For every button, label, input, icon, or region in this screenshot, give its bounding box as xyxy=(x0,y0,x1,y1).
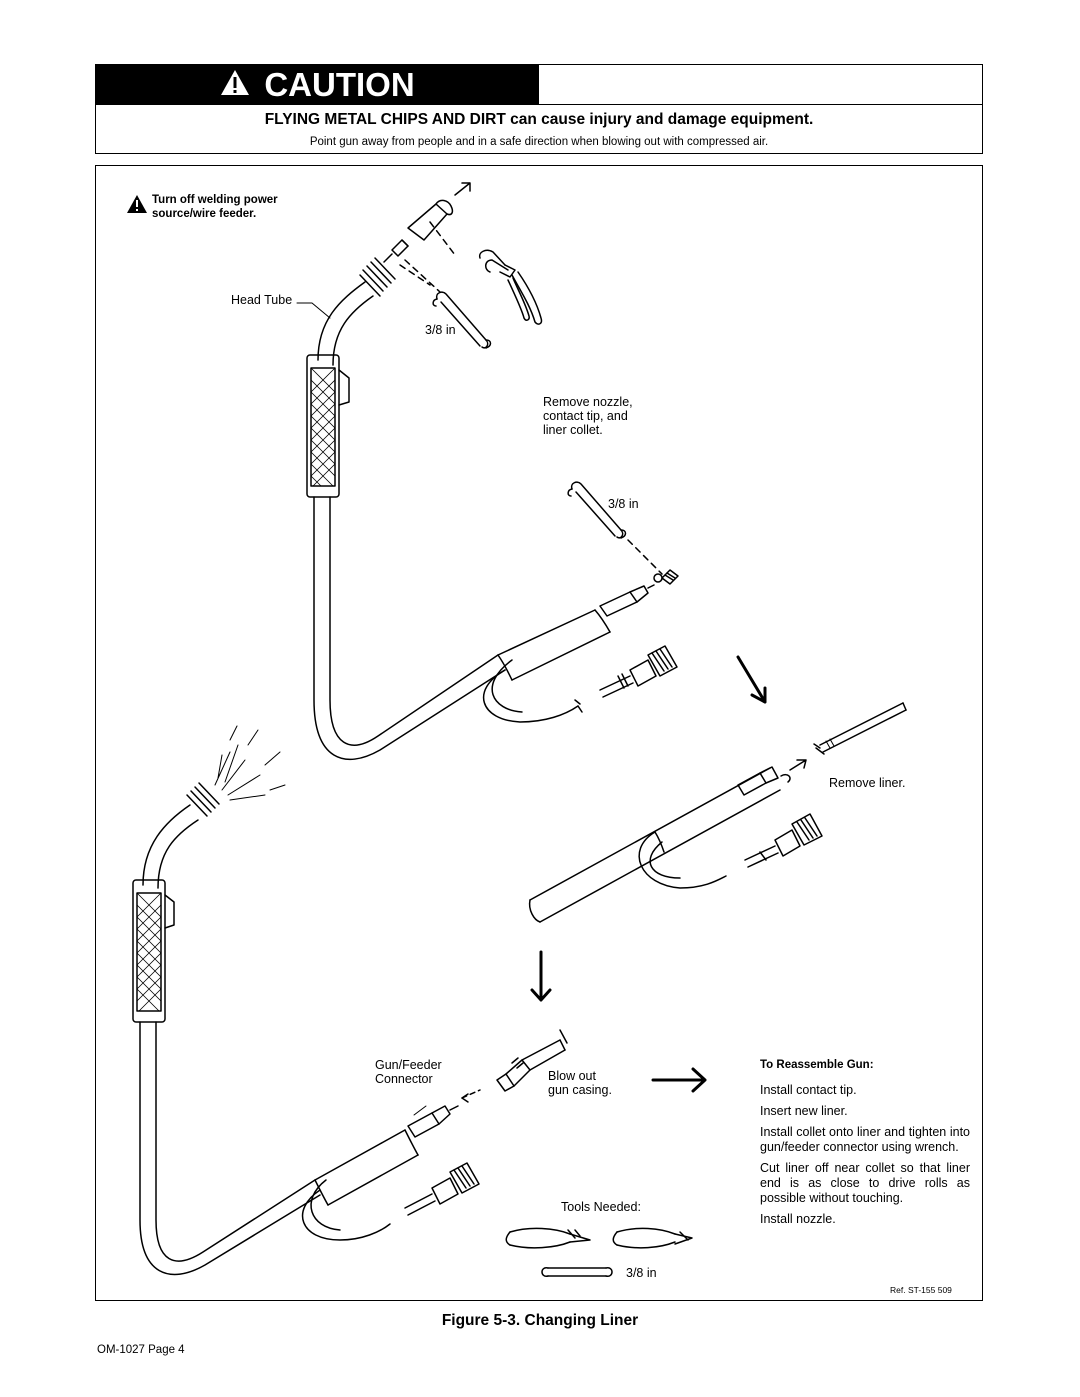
liner-collet xyxy=(661,569,679,585)
gun-assembly-top xyxy=(306,257,678,761)
caution-divider xyxy=(96,104,982,105)
connector-leader xyxy=(413,1105,427,1116)
air-gun-nozzle xyxy=(496,1029,568,1092)
nozzle-parts-top xyxy=(383,182,471,293)
reassemble-step: Insert new liner. xyxy=(760,1104,848,1118)
warning-triangle-icon xyxy=(220,65,250,104)
reference-number: Ref. ST-155 509 xyxy=(890,1285,952,1295)
arrow-down-right-icon xyxy=(736,655,767,704)
caution-box: CAUTION FLYING METAL CHIPS AND DIRT can … xyxy=(95,64,983,154)
pliers-icon xyxy=(478,249,543,325)
caution-heading: FLYING METAL CHIPS AND DIRT can cause in… xyxy=(264,111,814,128)
wrench-size-label-3: 3/8 in xyxy=(626,1266,657,1280)
wrench-icon xyxy=(432,291,492,349)
reassemble-step: Install nozzle. xyxy=(760,1212,836,1226)
connector-label-line1: Gun/Feeder xyxy=(375,1058,442,1072)
figure-frame xyxy=(95,165,983,1301)
arrow-right-icon xyxy=(651,1067,707,1093)
wrench-size-label-1: 3/8 in xyxy=(425,323,456,337)
remove-parts-line2: contact tip, and xyxy=(543,409,628,423)
warning-note-line2: source/wire feeder. xyxy=(152,208,257,220)
caution-banner: CAUTION xyxy=(96,65,539,104)
arrow-down-icon xyxy=(530,950,552,1002)
connector-label-line2: Connector xyxy=(375,1072,433,1086)
reassemble-heading: To Reassemble Gun: xyxy=(760,1059,874,1071)
blow-out-line2: gun casing. xyxy=(548,1083,612,1097)
reassemble-step: Cut liner off near collet so that liner … xyxy=(760,1161,970,1205)
figure-caption: Figure 5-3. Changing Liner xyxy=(441,1312,639,1329)
wrench-icon xyxy=(567,481,627,539)
tools-needed-cutters-icon xyxy=(612,1227,693,1249)
guide-line xyxy=(627,539,663,575)
gun-cable-middle xyxy=(528,759,823,923)
air-spray-lines xyxy=(214,725,286,801)
remove-liner-label: Remove liner. xyxy=(829,776,906,790)
reassemble-step: Install collet onto liner and tighten in… xyxy=(760,1125,970,1154)
caution-label: CAUTION xyxy=(264,66,415,103)
page-footer: OM-1027 Page 4 xyxy=(97,1344,185,1356)
wrench-size-label-2: 3/8 in xyxy=(608,497,639,511)
warning-note-icon xyxy=(127,195,147,213)
liner xyxy=(813,702,907,755)
head-tube-leader xyxy=(296,302,331,319)
tools-needed-label: Tools Needed: xyxy=(561,1200,641,1214)
blow-out-line1: Blow out xyxy=(548,1069,596,1083)
caution-body: Point gun away from people and in a safe… xyxy=(309,136,769,148)
warning-note-line1: Turn off welding power xyxy=(152,194,278,206)
gun-assembly-lower xyxy=(132,782,480,1276)
remove-parts-line3: liner collet. xyxy=(543,423,603,437)
tools-needed-wrench-icon xyxy=(541,1267,613,1277)
reassemble-step: Install contact tip. xyxy=(760,1083,857,1097)
arrow-left-icon xyxy=(461,1093,469,1103)
reassemble-instructions: To Reassemble Gun: Install contact tip. … xyxy=(760,1058,970,1233)
head-tube-label: Head Tube xyxy=(231,293,293,307)
tools-needed-pliers-icon xyxy=(505,1227,591,1249)
remove-parts-line1: Remove nozzle, xyxy=(543,395,633,409)
